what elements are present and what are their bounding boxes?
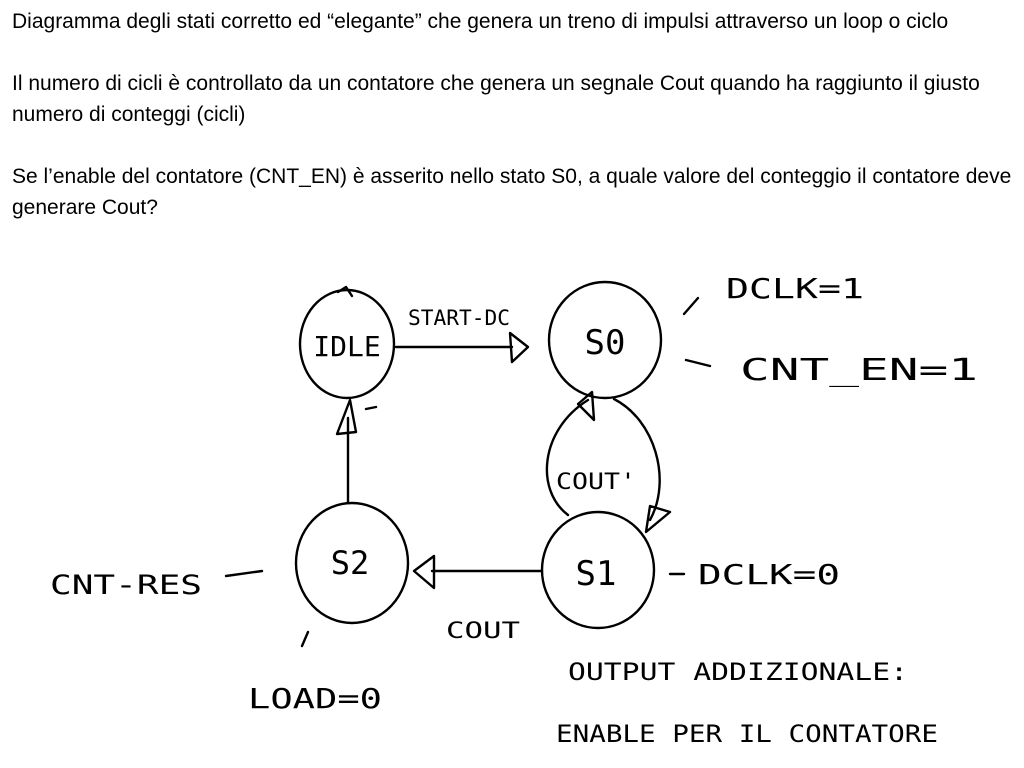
transition-loop-arrowhead-top	[576, 390, 596, 422]
outputs-s1: DCLK=0	[668, 558, 840, 591]
note-additional-output-line1: OUTPUT ADDIZIONALE:	[568, 658, 908, 686]
output-s2-cnt-res-connector	[224, 569, 264, 578]
output-s2-load-label: LOAD=0	[248, 682, 382, 715]
output-s2-load-connector	[300, 630, 310, 648]
outputs-s2: CNT-RES LOAD=0	[50, 569, 382, 715]
state-idle-label: IDLE	[313, 330, 380, 363]
note-additional-output-line2: ENABLE PER IL CONTATORE	[556, 720, 938, 748]
output-s2-cnt-res-label: CNT-RES	[50, 570, 202, 601]
state-s0-circle	[547, 280, 663, 400]
transition-s1-to-s2: COUT	[412, 554, 544, 644]
transition-s2-to-idle-arrowhead	[335, 398, 358, 436]
transition-loop-left-arc	[545, 398, 590, 517]
note-additional-output: OUTPUT ADDIZIONALE: ENABLE PER IL CONTAT…	[556, 658, 938, 748]
transition-idle-to-s0: START-DC	[394, 306, 530, 364]
state-s1: S1	[540, 510, 656, 630]
slide-text: Diagramma degli stati corretto ed “elega…	[12, 6, 1012, 254]
output-s0-dclk-label: DCLK=1	[726, 272, 864, 305]
paragraph-counter: Il numero di cicli è controllato da un c…	[12, 72, 980, 126]
output-s0-dclk-connector	[682, 296, 700, 316]
transition-loop-right-arc	[612, 397, 661, 522]
output-s1-dclk-label: DCLK=0	[698, 558, 840, 591]
state-s2: S2	[294, 501, 410, 625]
state-s2-label: S2	[331, 544, 370, 582]
state-idle-tick	[336, 285, 354, 298]
state-s2-circle	[294, 501, 410, 625]
transition-s0-s1-loop: COUT'	[545, 390, 672, 534]
state-s0-label: S0	[585, 323, 626, 363]
transition-idle-to-s0-label: START-DC	[408, 306, 510, 330]
transition-s2-to-idle	[335, 398, 378, 505]
outputs-s0: DCLK=1 CNT_EN=1	[682, 272, 978, 388]
transition-loop-arrowhead-bottom	[644, 504, 672, 534]
output-s0-cnt-en-connector	[684, 358, 712, 368]
paragraph-question: Se l’enable del contatore (CNT_EN) è ass…	[12, 165, 1012, 219]
transition-idle-to-s0-arrowhead	[508, 331, 530, 364]
state-s0: S0	[547, 280, 663, 400]
paragraph-description: Diagramma degli stati corretto ed “elega…	[12, 10, 949, 33]
output-s0-cnt-en-label: CNT_EN=1	[740, 353, 978, 388]
transition-s2-to-idle-tick	[364, 405, 378, 411]
state-idle: IDLE	[298, 285, 396, 400]
state-s1-label: S1	[576, 554, 617, 594]
transition-s1-to-s2-arrowhead	[412, 554, 436, 590]
transition-loop-label: COUT'	[556, 470, 636, 495]
transition-s1-to-s2-label: COUT	[446, 619, 520, 644]
